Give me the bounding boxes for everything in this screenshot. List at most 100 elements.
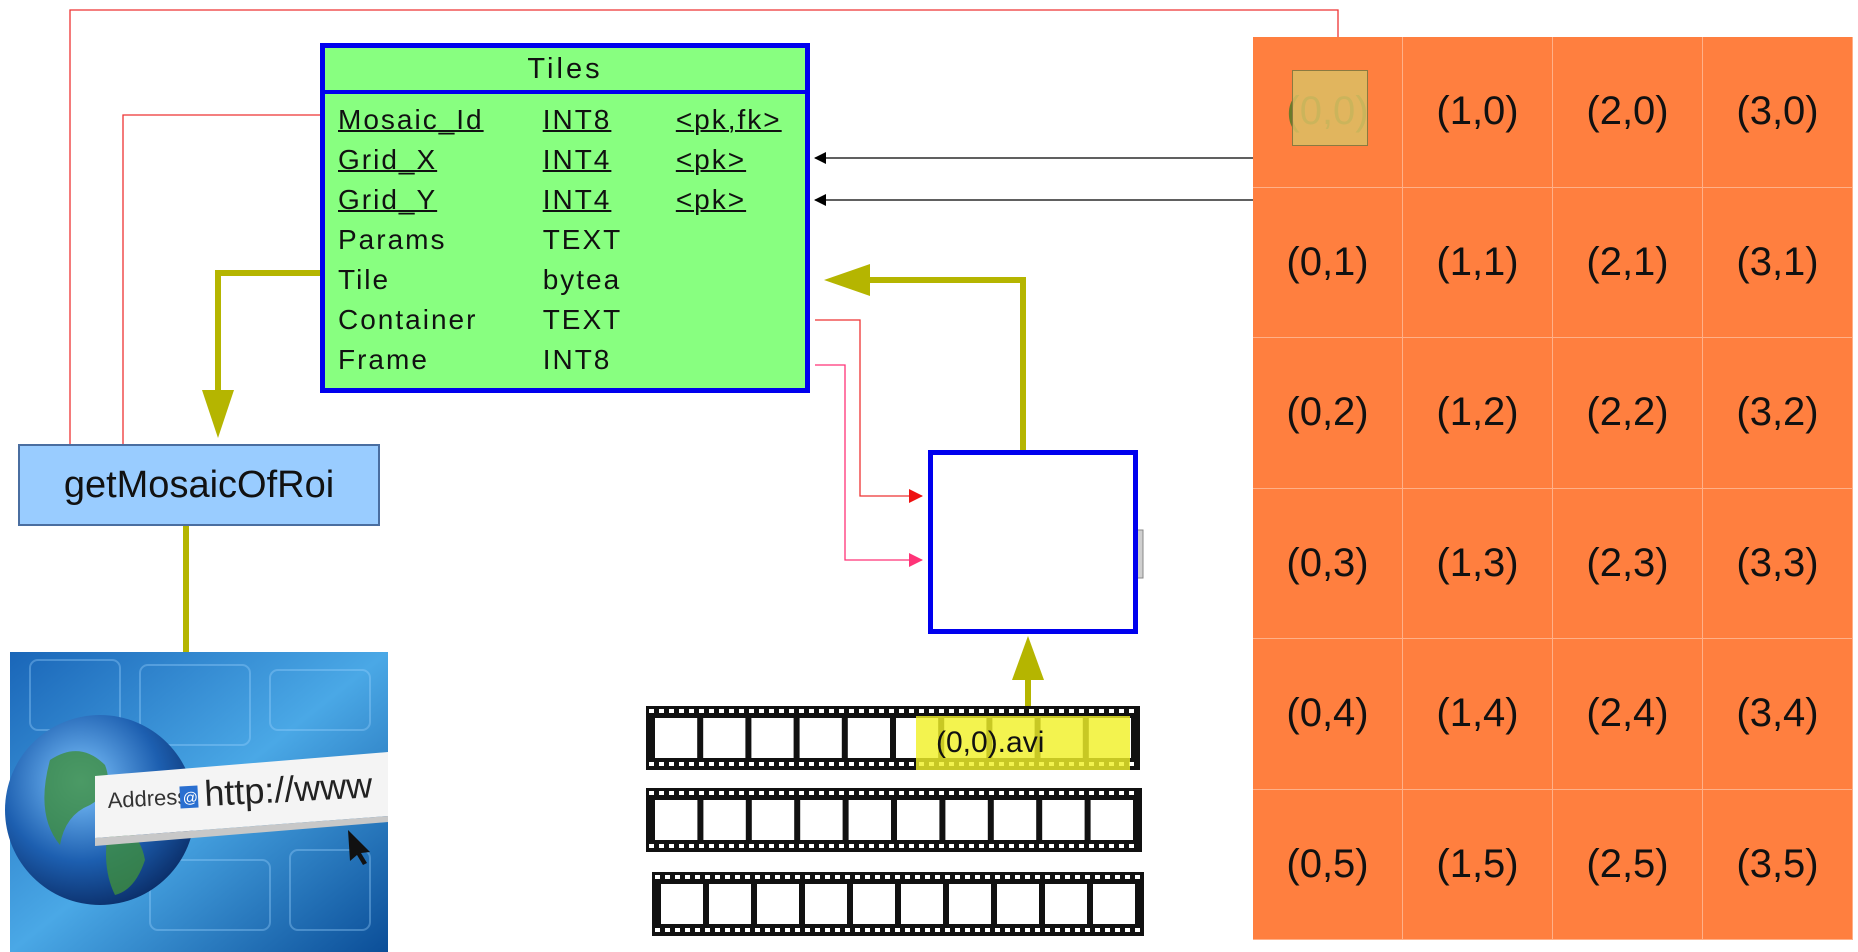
film-perforation <box>755 875 760 879</box>
film-perforation <box>689 762 694 766</box>
film-perforation <box>1065 875 1070 879</box>
film-perforation <box>789 709 794 713</box>
film-perforation <box>925 928 930 932</box>
grid-cell: (0,3) <box>1253 489 1403 640</box>
film-perforation <box>775 875 780 879</box>
svg-text:@: @ <box>182 789 198 807</box>
film-perforation <box>1005 928 1010 932</box>
film-perforation <box>729 791 734 795</box>
film-perforation <box>839 709 844 713</box>
film-perforation <box>1045 928 1050 932</box>
table-row: Grid_X INT4 <pk> <box>325 140 805 180</box>
film-perforation <box>935 928 940 932</box>
film-perforation <box>729 844 734 848</box>
film-perforation <box>939 791 944 795</box>
film-perforation <box>819 762 824 766</box>
film-perforation <box>905 875 910 879</box>
film-perforation <box>999 791 1004 795</box>
film-perforation <box>805 928 810 932</box>
film-perforation <box>719 791 724 795</box>
film-perforation <box>799 709 804 713</box>
column-type: TEXT <box>543 224 623 255</box>
film-perforation <box>649 844 654 848</box>
film-perforation <box>819 844 824 848</box>
film-perforation <box>725 928 730 932</box>
film-perforation <box>1075 875 1080 879</box>
film-perforation <box>999 844 1004 848</box>
film-perforation <box>955 928 960 932</box>
film-perforation <box>919 844 924 848</box>
film-perforation <box>1089 844 1094 848</box>
film-perforation <box>745 875 750 879</box>
film-perforation <box>899 844 904 848</box>
film-perforation <box>675 875 680 879</box>
film-perforation <box>849 762 854 766</box>
film-perforation <box>915 928 920 932</box>
film-perforation <box>685 928 690 932</box>
film-perforation <box>655 928 660 932</box>
column-type: INT4 <box>543 144 612 175</box>
film-perforation <box>899 762 904 766</box>
tile-grid: (0,0)(1,0)(2,0)(3,0)(0,1)(1,1)(2,1)(3,1)… <box>1253 37 1853 940</box>
grid-cell: (1,2) <box>1403 338 1553 489</box>
column-type: TEXT <box>543 304 623 335</box>
film-perforation <box>685 875 690 879</box>
film-perforation <box>865 875 870 879</box>
film-perforation <box>1009 844 1014 848</box>
film-perforation <box>899 791 904 795</box>
film-frame <box>945 800 987 840</box>
film-perforation <box>969 709 974 713</box>
film-perforation <box>1105 928 1110 932</box>
film-perforation <box>1069 844 1074 848</box>
film-perforation <box>949 844 954 848</box>
film-perforation <box>679 709 684 713</box>
film-frame <box>994 800 1036 840</box>
film-perforation <box>875 875 880 879</box>
film-perforation <box>785 928 790 932</box>
film-perforation <box>1049 709 1054 713</box>
table-row: Grid_Y INT4 <pk> <box>325 180 805 220</box>
film-perforation <box>885 875 890 879</box>
film-frame <box>901 884 943 924</box>
film-perforation <box>675 928 680 932</box>
film-perforation <box>1069 791 1074 795</box>
film-perforation <box>1029 791 1034 795</box>
film-perforation <box>809 709 814 713</box>
film-perforation <box>1089 709 1094 713</box>
film-frame <box>655 718 697 758</box>
film-perforation <box>1059 791 1064 795</box>
film-perforation <box>979 844 984 848</box>
film-perforation <box>1019 791 1024 795</box>
film-perforation <box>689 791 694 795</box>
film-perforation <box>845 875 850 879</box>
film-perforation <box>879 762 884 766</box>
film-perforation <box>759 791 764 795</box>
grid-cell: (0,5) <box>1253 790 1403 941</box>
grid-cell: (0,1) <box>1253 188 1403 339</box>
table-row: Params TEXT <box>325 220 805 260</box>
table-row: Frame INT8 <box>325 340 805 380</box>
film-perforation <box>1075 928 1080 932</box>
film-perforation <box>875 928 880 932</box>
tiles-table-rows: Mosaic_Id INT8 <pk,fk> Grid_X INT4 <pk> … <box>325 94 805 380</box>
film-perforation <box>669 709 674 713</box>
film-perforation <box>745 928 750 932</box>
film-perforation <box>735 875 740 879</box>
film-perforation <box>715 875 720 879</box>
film-perforation <box>659 762 664 766</box>
film-perforation <box>1009 709 1014 713</box>
film-perforation <box>709 844 714 848</box>
film-perforation <box>919 709 924 713</box>
film-perforation <box>1119 844 1124 848</box>
film-perforation <box>665 928 670 932</box>
film-perforation <box>1135 875 1140 879</box>
film-perforation <box>739 844 744 848</box>
film-file-label: (0,0).avi <box>916 716 1130 770</box>
film-perforation <box>719 762 724 766</box>
film-perforation <box>759 844 764 848</box>
film-perforation <box>889 762 894 766</box>
film-perforation <box>799 844 804 848</box>
film-perforation <box>949 709 954 713</box>
film-perforation <box>945 875 950 879</box>
film-perforation <box>659 791 664 795</box>
